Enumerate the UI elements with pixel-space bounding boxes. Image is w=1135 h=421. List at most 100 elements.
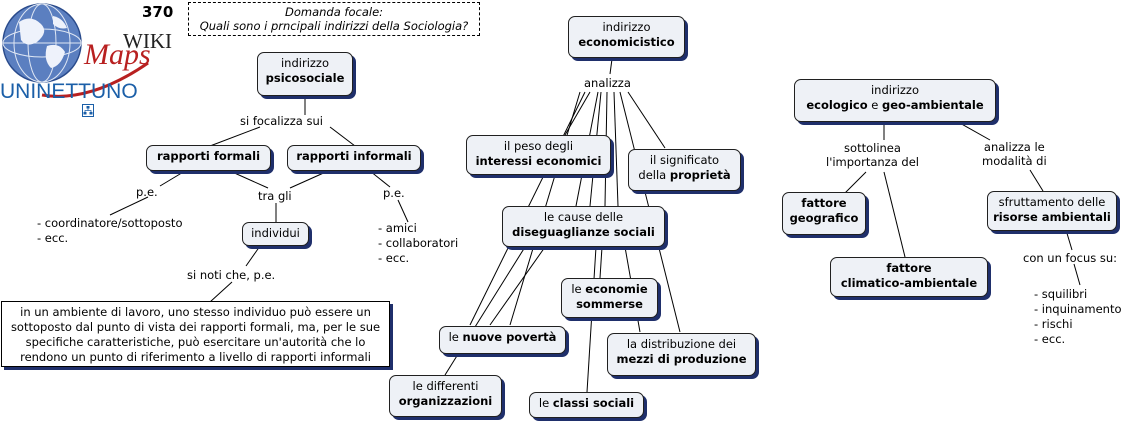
connector: [586, 246, 597, 393]
link-si-noti: si noti che, p.e.: [187, 268, 276, 282]
list-item: - inquinamento: [1034, 302, 1122, 316]
node-line-bold: classi sociali: [552, 396, 635, 410]
list-item: - coordinatore/sottoposto: [37, 216, 183, 230]
node-line-bold: nuove povertà: [462, 330, 557, 344]
node-nuove-poverta[interactable]: le nuove povertà: [439, 326, 566, 354]
node-line: le cause delle: [543, 210, 624, 224]
node-individui[interactable]: individui: [242, 222, 309, 246]
node-line: le: [538, 396, 553, 410]
node-line-bold: geo-ambientale: [882, 98, 984, 112]
focus-question-text: Quali sono i prncipali indirizzi della S…: [199, 19, 469, 33]
node-line-bold: psicosociale: [265, 71, 345, 85]
map-number: 370: [142, 3, 174, 21]
node-line-bold: rapporti informali: [296, 149, 412, 163]
node-fattore-climatico[interactable]: fattore climatico-ambientale: [830, 257, 988, 297]
node-line: il peso degli: [503, 139, 574, 153]
node-indirizzo-ecologico[interactable]: indirizzo ecologico e geo-ambientale: [794, 79, 996, 122]
link-line: sottolinea: [844, 141, 901, 155]
list-focus: - squilibri - inquinamento - rischi - ec…: [1034, 287, 1122, 347]
link-analizza: analizza: [584, 76, 631, 90]
connector: [444, 246, 526, 376]
node-line-bold: mezzi di produzione: [616, 352, 747, 366]
node-rapporti-informali[interactable]: rapporti informali: [287, 145, 421, 171]
node-line-bold: organizzazioni: [398, 394, 493, 408]
node-line: indirizzo: [602, 20, 651, 34]
node-rapporti-formali[interactable]: rapporti formali: [146, 145, 271, 171]
node-line: il significato: [649, 153, 720, 167]
focus-question-title: Domanda focale:: [284, 5, 384, 19]
node-organizzazioni[interactable]: le differenti organizzazioni: [389, 375, 502, 417]
node-line: individui: [251, 226, 300, 240]
node-line-bold: fattore: [801, 196, 847, 210]
list-item: - rischi: [1034, 317, 1073, 331]
node-line-bold: climatico-ambientale: [840, 276, 978, 290]
connector: [369, 170, 391, 188]
node-line-bold: economicistico: [578, 35, 675, 49]
node-proprieta[interactable]: il significato della proprietà: [628, 149, 741, 191]
link-tra-gli: tra gli: [258, 189, 292, 203]
list-item: - amici: [378, 221, 417, 235]
node-line-bold: geografico: [789, 211, 859, 225]
link-line: modalità di: [982, 154, 1047, 168]
focus-question: Domanda focale: Quali sono i prncipali i…: [188, 2, 480, 36]
link-line: l'importanza del: [826, 155, 919, 169]
sitemap-icon[interactable]: [82, 104, 94, 117]
connector: [209, 281, 233, 303]
connector: [109, 196, 149, 216]
wikimaps-logo: WIKI Maps UNINETTUNO: [0, 0, 185, 120]
connector: [844, 171, 867, 194]
node-indirizzo-economicistico[interactable]: indirizzo economicistico: [568, 16, 685, 58]
connector: [209, 126, 261, 147]
list-informali: - amici - collaboratori - ecc.: [378, 221, 458, 266]
swoosh-icon: [41, 61, 149, 98]
link-line: analizza le: [983, 140, 1045, 154]
node-line: la distribuzione dei: [626, 337, 737, 351]
node-mezzi-produzione[interactable]: la distribuzione dei mezzi di produzione: [607, 333, 756, 376]
connector: [883, 171, 906, 258]
node-line: e: [867, 98, 883, 112]
node-economie-sommerse[interactable]: le economie sommerse: [561, 278, 658, 318]
node-line: le: [448, 330, 463, 344]
logo-maps-text: Maps: [84, 38, 151, 71]
list-item: - ecc.: [37, 231, 69, 245]
link-focus-su: con un focus su:: [1023, 251, 1118, 265]
node-line-bold: diseguaglianze sociali: [512, 225, 655, 239]
node-line-bold: sommerse: [576, 297, 643, 311]
link-sottolinea: sottolinea l'importanza del: [826, 141, 919, 169]
node-line-bold: fattore: [886, 261, 932, 275]
node-interessi-economici[interactable]: il peso degli interessi economici: [466, 135, 611, 175]
connector: [627, 91, 666, 149]
node-line-bold: ecologico: [806, 98, 868, 112]
link-analizza-le: analizza le modalità di: [982, 140, 1047, 168]
connector: [397, 199, 409, 223]
list-item: - squilibri: [1034, 287, 1088, 301]
node-line: le: [571, 282, 586, 296]
node-sfruttamento-risorse[interactable]: sfruttamento delle risorse ambientali: [987, 191, 1117, 231]
node-cause-diseguaglianze[interactable]: le cause delle diseguaglianze sociali: [502, 206, 665, 247]
node-indirizzo-psicosociale[interactable]: indirizzo psicosociale: [257, 52, 353, 96]
connector: [1073, 263, 1081, 286]
note-ambiente-lavoro: in un ambiente di lavoro, uno stesso ind…: [1, 301, 390, 367]
node-line: indirizzo: [280, 56, 329, 70]
node-line-bold: proprietà: [669, 168, 731, 182]
logo-uninettuno-text: UNINETTUNO: [0, 80, 138, 103]
connector: [957, 121, 991, 141]
list-item: - collaboratori: [378, 236, 459, 250]
globe-icon: [2, 3, 82, 83]
list-item: - ecc.: [378, 251, 410, 265]
connector: [289, 170, 329, 189]
connector: [609, 58, 613, 75]
connector: [245, 245, 261, 267]
connector: [329, 126, 356, 147]
node-line: sfruttamento delle: [998, 195, 1106, 209]
node-line-bold: rapporti formali: [156, 149, 261, 163]
connector: [229, 170, 269, 189]
connector: [489, 246, 546, 326]
node-line: le differenti: [412, 379, 479, 393]
node-classi-sociali[interactable]: le classi sociali: [529, 392, 644, 418]
node-line-bold: risorse ambientali: [993, 210, 1111, 224]
node-fattore-geografico[interactable]: fattore geografico: [782, 192, 866, 235]
link-si-focalizza: si focalizza sui: [240, 114, 323, 128]
connector: [599, 246, 603, 279]
connector: [159, 170, 186, 187]
